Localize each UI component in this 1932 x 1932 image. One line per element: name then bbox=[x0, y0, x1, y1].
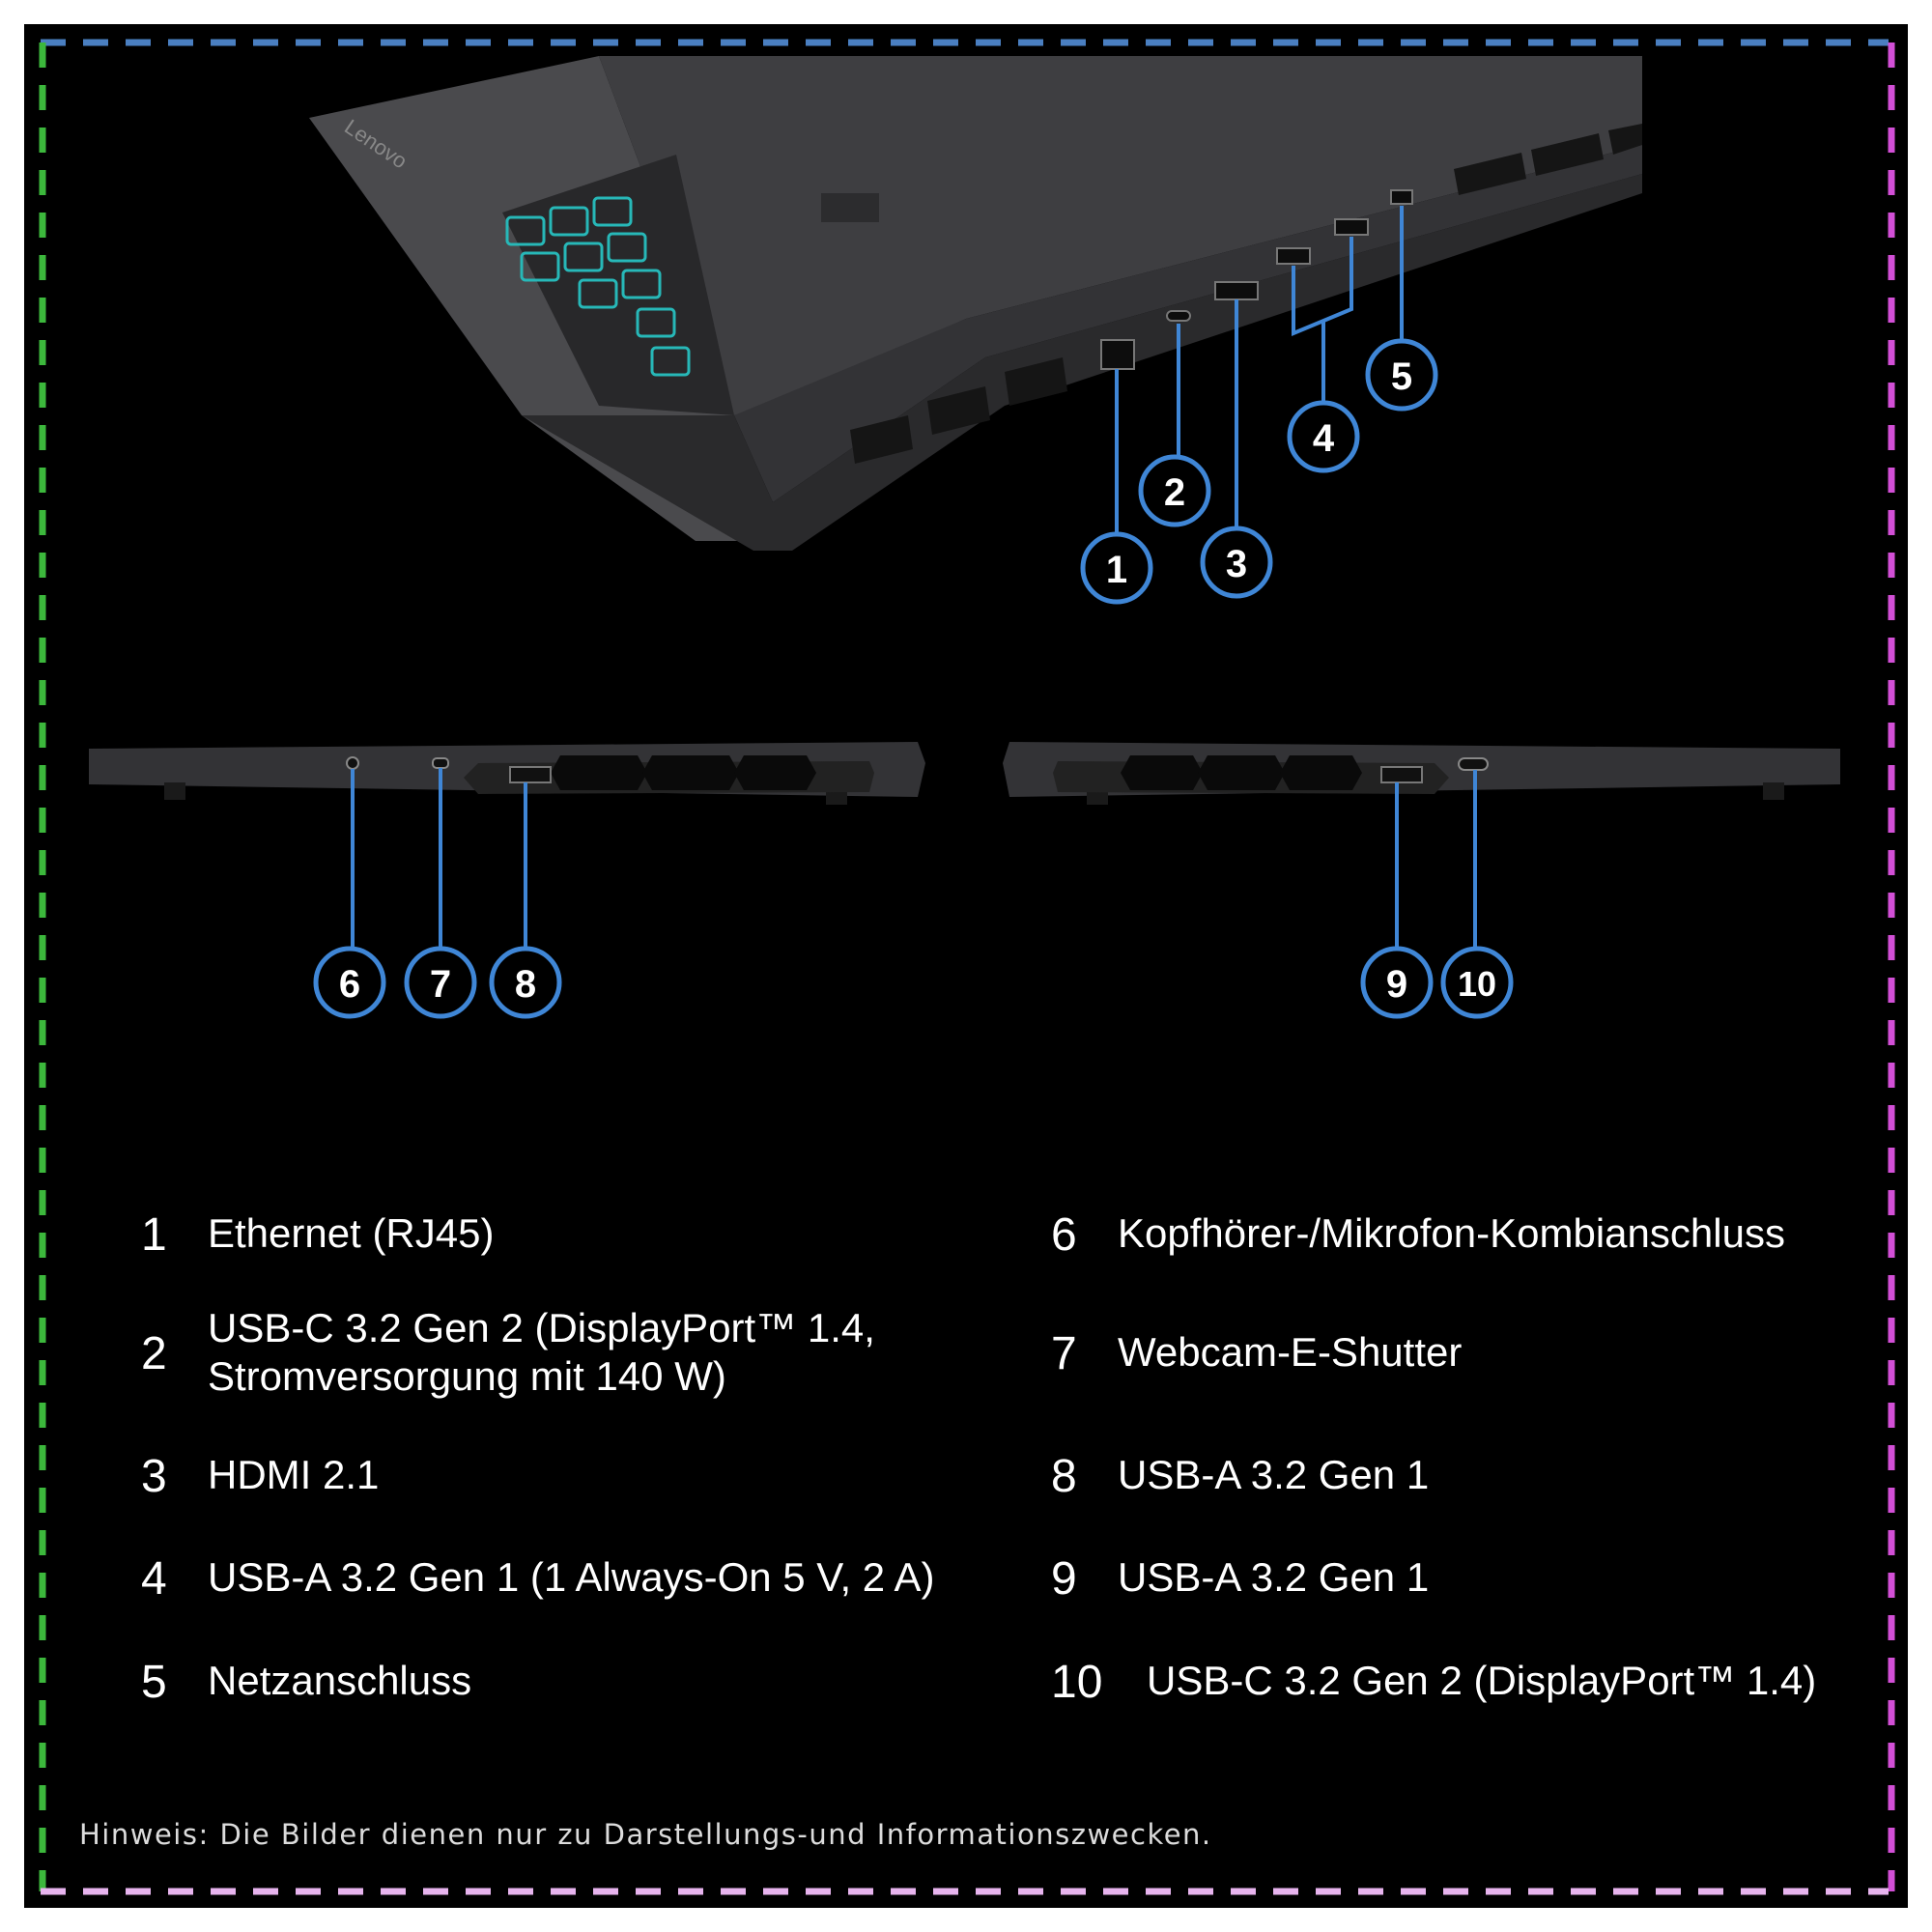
laptop-left-side bbox=[89, 742, 925, 805]
disclaimer-note: Hinweis: Die Bilder dienen nur zu Darste… bbox=[79, 1818, 1212, 1851]
callout-labels: 1 2 3 4 5 6 7 8 9 10 bbox=[339, 355, 1496, 1006]
callout-9: 9 bbox=[1386, 963, 1407, 1006]
legend-num-5: 5 bbox=[141, 1657, 167, 1708]
legend-text-3: HDMI 2.1 bbox=[208, 1452, 380, 1497]
legend-num-7: 7 bbox=[1051, 1328, 1077, 1379]
laptop-rear-view bbox=[309, 56, 1642, 551]
legend-num-8: 8 bbox=[1051, 1451, 1077, 1502]
rear-vents bbox=[850, 124, 1642, 464]
callout-10: 10 bbox=[1458, 964, 1496, 1004]
legend-text-9: USB-A 3.2 Gen 1 bbox=[1118, 1554, 1430, 1600]
callout-2: 2 bbox=[1164, 471, 1185, 514]
legend-text-10: USB-C 3.2 Gen 2 (DisplayPort™ 1.4) bbox=[1147, 1658, 1817, 1703]
legend-text-4: USB-A 3.2 Gen 1 (1 Always-On 5 V, 2 A) bbox=[208, 1554, 935, 1600]
laptop-right-side bbox=[1003, 742, 1840, 805]
legend-text-5: Netzanschluss bbox=[208, 1658, 472, 1703]
legend-num-3: 3 bbox=[141, 1451, 167, 1502]
callout-3: 3 bbox=[1226, 543, 1247, 585]
legend-num-10: 10 bbox=[1051, 1657, 1103, 1708]
legend-num-1: 1 bbox=[141, 1209, 167, 1261]
callout-8: 8 bbox=[515, 963, 536, 1006]
callout-1: 1 bbox=[1106, 549, 1127, 591]
legend-text-8: USB-A 3.2 Gen 1 bbox=[1118, 1452, 1430, 1497]
legend-num-4: 4 bbox=[141, 1553, 167, 1605]
callout-7: 7 bbox=[430, 963, 451, 1006]
callout-lines bbox=[351, 206, 1477, 947]
legend-num-9: 9 bbox=[1051, 1553, 1077, 1605]
legend-text-1: Ethernet (RJ45) bbox=[208, 1210, 495, 1256]
callout-circles bbox=[313, 338, 1514, 1019]
legend-text-6: Kopfhörer-/Mikrofon-Kombianschluss bbox=[1118, 1210, 1785, 1256]
legend-text-2: USB-C 3.2 Gen 2 (DisplayPort™ 1.4, Strom… bbox=[208, 1305, 875, 1400]
legend-text-7: Webcam-E-Shutter bbox=[1118, 1329, 1463, 1375]
legend-num-2: 2 bbox=[141, 1328, 167, 1379]
callout-5: 5 bbox=[1391, 355, 1412, 398]
legend-num-6: 6 bbox=[1051, 1209, 1077, 1261]
callout-4: 4 bbox=[1313, 417, 1335, 460]
keyboard bbox=[505, 196, 691, 377]
callout-6: 6 bbox=[339, 963, 360, 1006]
